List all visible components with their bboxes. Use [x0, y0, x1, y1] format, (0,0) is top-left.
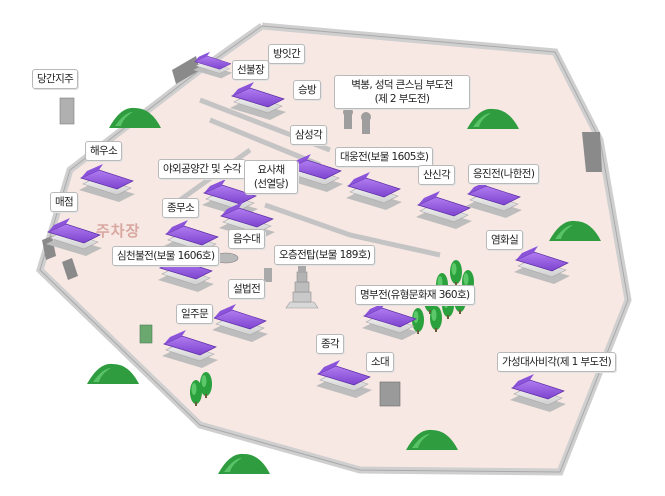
label-byeokbong-line1: 벽봉, 성덕 큰스님 부도전 [351, 79, 453, 91]
label-byeokbong[interactable]: 벽봉, 성덕 큰스님 부도전 (제 2 부도전) [334, 75, 470, 109]
label-samseonggak[interactable]: 삼성각 [290, 125, 328, 145]
label-seolbeopjeon[interactable]: 설법전 [228, 279, 266, 299]
label-jongmuso[interactable]: 종무소 [162, 198, 200, 218]
sodae-icon [379, 381, 401, 407]
hill-icon [218, 453, 270, 474]
label-yeomhwasil[interactable]: 염화실 [486, 230, 524, 250]
label-iljumun[interactable]: 일주문 [176, 304, 214, 324]
label-seungbang[interactable]: 승방 [293, 80, 322, 100]
label-ocheungjeontap[interactable]: 오층전탑(보물 189호) [274, 245, 376, 265]
label-gaseongdaesa[interactable]: 가성대사비각(제 1 부도전) [497, 352, 617, 372]
label-simgeonbuljeon[interactable]: 심천불전(보물 1606호) [112, 246, 220, 266]
parking-label: 주차장 [96, 222, 141, 240]
label-maejeom[interactable]: 매점 [50, 192, 79, 212]
wall-gate-icon [42, 56, 602, 280]
stupa-icon [343, 107, 371, 134]
label-yosache-line1: 요사채 [257, 164, 285, 176]
label-myeongbujeon[interactable]: 명부전(유형문화재 360호) [355, 285, 475, 305]
sign-icon [139, 324, 153, 344]
label-bangitgan[interactable]: 방잇간 [268, 44, 306, 64]
label-haeuso[interactable]: 해우소 [85, 141, 123, 161]
label-byeokbong-line2: (제 2 부도전) [374, 93, 430, 105]
label-daeungjeon[interactable]: 대웅전(보물 1605호) [335, 147, 434, 167]
hill-icon [87, 363, 139, 384]
label-ayawall[interactable]: 야외공양간 및 수각 [158, 159, 246, 179]
label-sansingak[interactable]: 산신각 [418, 165, 456, 185]
label-seonbuljang[interactable]: 선불장 [232, 60, 270, 80]
lantern-icon [264, 268, 272, 282]
flagpole-support-icon [59, 97, 75, 125]
label-yosache-line2: (선열당) [253, 178, 289, 190]
label-eumsudae[interactable]: 음수대 [228, 229, 266, 249]
label-sodae[interactable]: 소대 [366, 352, 395, 372]
label-yosache[interactable]: 요사채 (선열당) [244, 160, 298, 194]
label-danggan[interactable]: 당간지주 [32, 69, 79, 89]
label-eungjinjeon[interactable]: 응진전(나한전) [468, 164, 540, 184]
label-jonggak[interactable]: 종각 [316, 334, 345, 354]
